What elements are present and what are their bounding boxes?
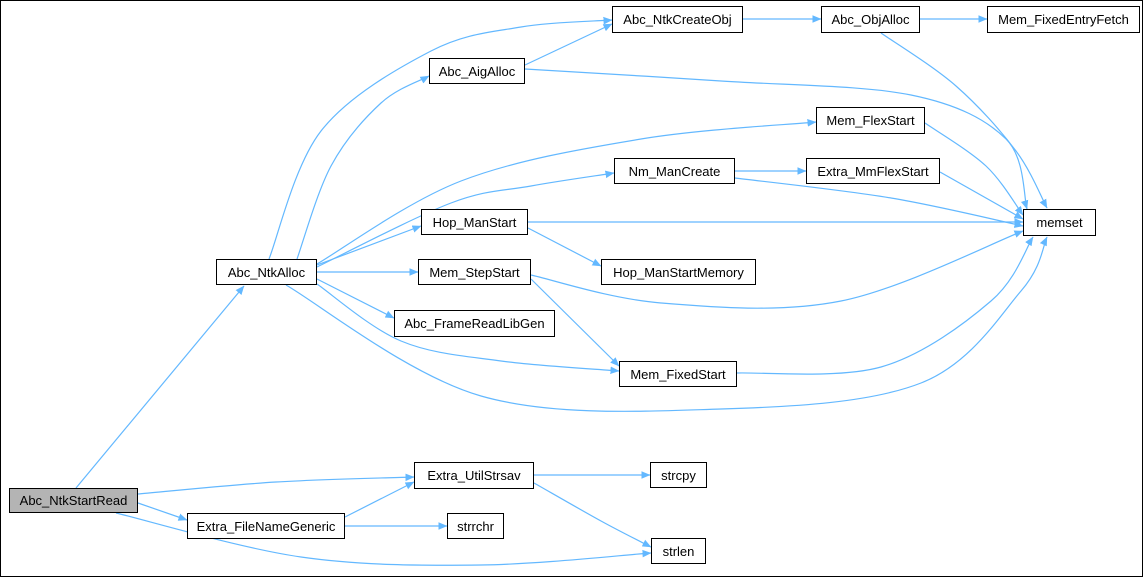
edge-nm-mancreate-to-memset (734, 177, 1024, 228)
edge-abc-ntkstartread-to-abc-ntkalloc (75, 285, 245, 489)
edge-abc-aigalloc-to-abc-ntkcreateobj (524, 23, 613, 66)
graph-node-strlen[interactable]: strlen (651, 538, 706, 564)
edge-abc-ntkalloc-to-mem-flexstart (316, 119, 817, 265)
edge-extra-filenamegeneric-to-extra-utilstrsav (344, 481, 415, 518)
graph-node-hop-manstartmemory[interactable]: Hop_ManStartMemory (601, 259, 756, 285)
graph-node-abc-ntkstartread: Abc_NtkStartRead (9, 488, 138, 513)
graph-node-hop-manstart[interactable]: Hop_ManStart (421, 209, 528, 235)
edge-abc-ntkalloc-to-mem-fixedstart (316, 283, 620, 375)
edge-hop-manstart-to-hop-manstartmemory (527, 227, 602, 267)
edge-abc-objalloc-to-memset (880, 32, 1048, 209)
graph-node-memset[interactable]: memset (1023, 209, 1096, 236)
graph-node-mem-fixedentryfetch[interactable]: Mem_FixedEntryFetch (987, 6, 1140, 33)
graph-node-abc-objalloc[interactable]: Abc_ObjAlloc (821, 6, 920, 33)
edge-mem-flexstart-to-memset (924, 122, 1024, 216)
edge-abc-ntkalloc-to-abc-framereadlibgen (316, 278, 395, 319)
edge-abc-ntkalloc-to-abc-aigalloc (296, 75, 430, 260)
edge-abc-ntkalloc-to-abc-ntkcreateobj (268, 16, 613, 260)
graph-node-abc-aigalloc[interactable]: Abc_AigAlloc (429, 58, 525, 84)
edge-mem-fixedstart-to-memset (736, 236, 1034, 375)
graph-node-mem-stepstart[interactable]: Mem_StepStart (418, 259, 531, 285)
graph-node-strcpy[interactable]: strcpy (650, 462, 707, 488)
edge-mem-stepstart-to-memset (530, 230, 1024, 309)
graph-node-mem-flexstart[interactable]: Mem_FlexStart (816, 107, 925, 134)
edge-abc-ntkstartread-to-extra-filenamegeneric (137, 502, 188, 521)
graph-node-strrchr[interactable]: strrchr (447, 513, 504, 539)
graph-node-extra-utilstrsav[interactable]: Extra_UtilStrsav (414, 462, 534, 489)
graph-node-abc-ntkcreateobj[interactable]: Abc_NtkCreateObj (612, 6, 743, 33)
edge-abc-ntkalloc-to-hop-manstart (316, 225, 422, 266)
edge-extra-mmflexstart-to-memset (939, 171, 1024, 220)
edge-mem-stepstart-to-mem-fixedstart (530, 278, 620, 367)
graph-node-nm-mancreate[interactable]: Nm_ManCreate (614, 158, 735, 184)
edge-abc-ntkstartread-to-extra-utilstrsav (137, 473, 415, 495)
graph-node-extra-filenamegeneric[interactable]: Extra_FileNameGeneric (187, 513, 345, 539)
edge-abc-ntkalloc-to-nm-mancreate (316, 170, 615, 268)
graph-node-mem-fixedstart[interactable]: Mem_FixedStart (619, 361, 737, 387)
graph-node-abc-framereadlibgen[interactable]: Abc_FrameReadLibGen (394, 310, 555, 337)
edge-abc-ntkalloc-to-memset (285, 236, 1048, 412)
graph-node-extra-mmflexstart[interactable]: Extra_MmFlexStart (806, 158, 940, 184)
edge-extra-utilstrsav-to-strlen (533, 482, 652, 548)
graph-node-abc-ntkalloc[interactable]: Abc_NtkAlloc (216, 259, 317, 285)
